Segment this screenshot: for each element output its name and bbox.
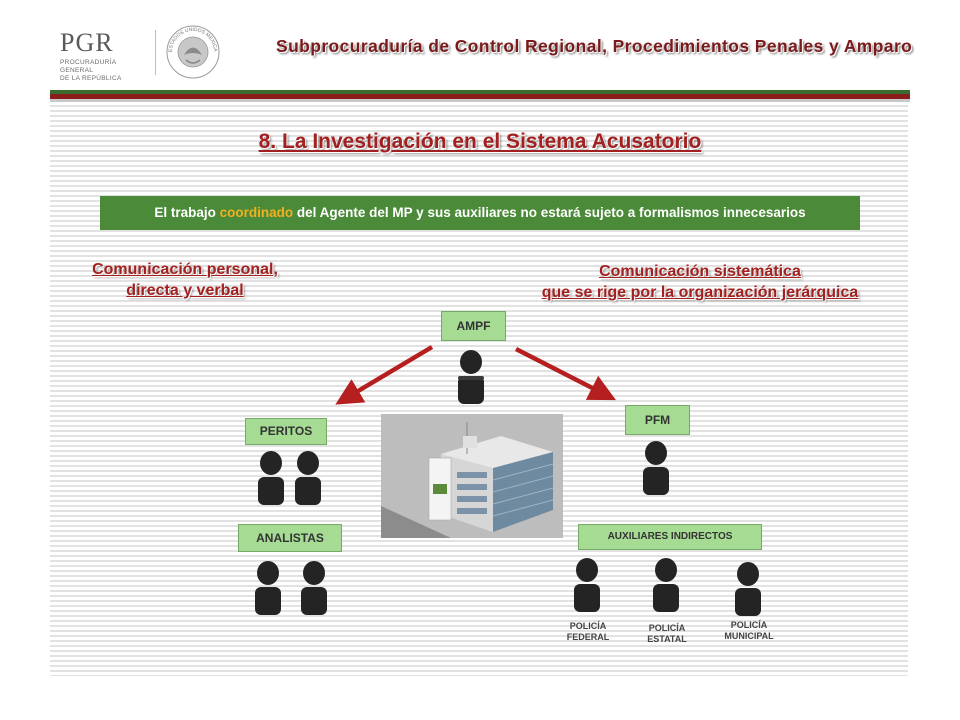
logo-divider (155, 30, 156, 75)
pgr-logo: PGR PROCURADURÍA GENERAL DE LA REPÚBLICA (60, 30, 150, 83)
person-icon-policia-federal (574, 558, 600, 612)
label-policia-federal: POLICÍA FEDERAL (548, 621, 628, 643)
person-icon-analista-1 (255, 561, 281, 615)
person-icon-analista-2 (301, 561, 327, 615)
node-ampf: AMPF (441, 311, 506, 341)
label-policia-federal-line-2: FEDERAL (566, 632, 610, 642)
logo-subtitle-2: DE LA REPÚBLICA (60, 75, 122, 82)
person-icon-policia-estatal (653, 558, 679, 612)
label-policia-estatal-line-2: ESTATAL (647, 634, 687, 644)
node-auxiliares-indirectos: AUXILIARES INDIRECTOS (578, 524, 762, 550)
left-heading: Comunicación personal, directa y verbal (70, 259, 300, 301)
banner-text-2: del Agente del MP y sus auxiliares no es… (293, 205, 806, 220)
banner-highlight: coordinado (219, 205, 294, 220)
right-heading-line-2: que se rige por la organización jerárqui… (541, 284, 859, 301)
header-band-gray (50, 99, 910, 102)
header-band-green (50, 90, 910, 94)
person-icon-pfm (643, 441, 669, 495)
logo-text: PGR (60, 28, 114, 57)
right-heading-line-1: Comunicación sistemática (599, 263, 801, 280)
node-peritos: PERITOS (245, 418, 327, 445)
person-icon-policia-municipal (735, 562, 761, 616)
mexico-seal-icon: ESTADOS UNIDOS MEXICANOS (164, 22, 220, 79)
label-policia-municipal-line-1: POLICÍA (730, 620, 768, 630)
logo-subtitle-1: PROCURADURÍA GENERAL (60, 59, 116, 74)
building-image (381, 414, 563, 538)
banner-text-1: El trabajo (154, 205, 220, 220)
left-heading-line-1: Comunicación personal, (92, 261, 278, 278)
node-analistas: ANALISTAS (238, 524, 342, 552)
person-icon-ampf (458, 350, 484, 404)
person-icon-perito-1 (258, 451, 284, 505)
slide-title: 8. La Investigación en el Sistema Acusat… (258, 130, 702, 153)
header-band-red (50, 94, 910, 99)
right-heading: Comunicación sistemática que se rige por… (500, 261, 900, 303)
person-icon-perito-2 (295, 451, 321, 505)
label-policia-municipal: POLICÍA MUNICIPAL (709, 620, 789, 642)
arrow-ampf-to-pfm (514, 346, 617, 401)
left-heading-line-2: directa y verbal (126, 282, 244, 299)
label-policia-municipal-line-2: MUNICIPAL (724, 631, 774, 641)
label-policia-estatal-line-1: POLICÍA (648, 623, 686, 633)
arrow-ampf-to-peritos (335, 345, 434, 405)
label-policia-estatal: POLICÍA ESTATAL (627, 623, 707, 645)
banner: El trabajo coordinado del Agente del MP … (100, 196, 860, 230)
node-pfm: PFM (625, 405, 690, 435)
label-policia-federal-line-1: POLICÍA (569, 621, 607, 631)
header-title: Subprocuraduría de Control Regional, Pro… (276, 36, 913, 56)
